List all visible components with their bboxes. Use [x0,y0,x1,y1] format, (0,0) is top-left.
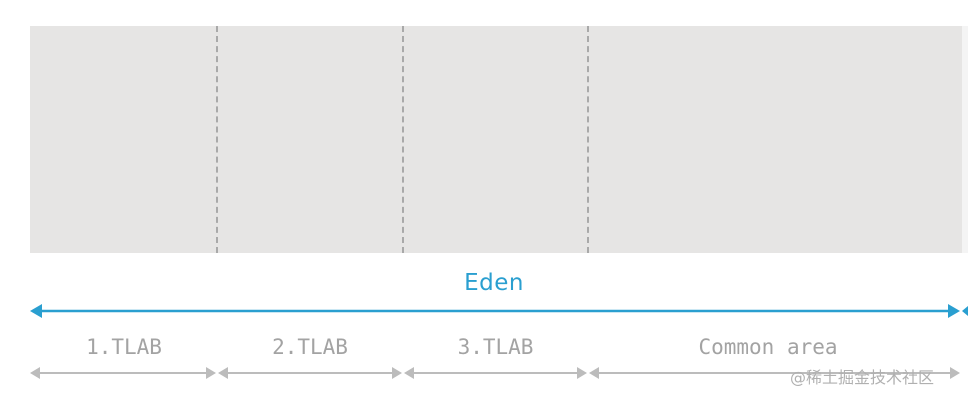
segment-label-tlab-1: 1.TLAB [86,335,162,359]
segment-label-common-area: Common area [698,335,838,359]
tlab-divider-2 [402,26,404,253]
eden-memory-block [30,26,962,253]
segment-arrow-3 [404,367,587,379]
watermark-text: @稀土掘金技术社区 [790,368,935,387]
segment-label-tlab-3: 3.TLAB [457,335,534,359]
segment-label-tlab-2: 2.TLAB [272,335,348,359]
segment-arrow-2 [218,367,402,379]
tlab-divider-3 [587,26,589,253]
eden-span-arrow [30,304,960,318]
eden-arrow-edge [962,306,968,316]
eden-label: Eden [464,270,524,296]
next-region-edge [962,26,968,253]
tlab-divider-1 [216,26,218,253]
segment-arrow-4 [589,367,960,379]
segment-arrow-1 [30,367,216,379]
